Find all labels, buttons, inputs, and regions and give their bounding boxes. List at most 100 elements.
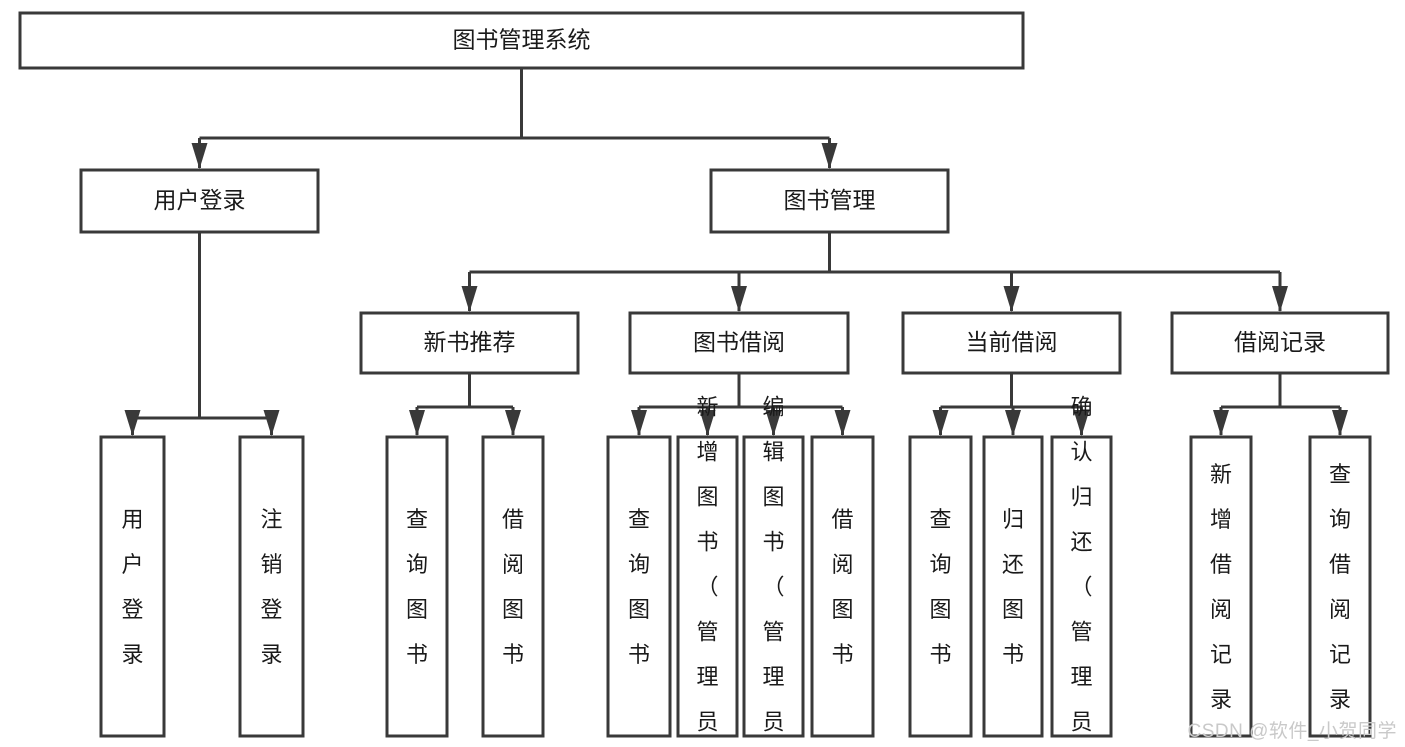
leaf-label-char: 查	[628, 507, 650, 532]
leaf-label-char: 录	[1210, 687, 1232, 712]
leaf-label-char: 记	[1329, 642, 1351, 667]
level1-node[interactable]: 用户登录	[79, 168, 320, 234]
arrow-to-图书借阅	[731, 286, 747, 312]
leaf-label-char: 借	[831, 507, 853, 532]
leaf-label-char: 确	[1070, 394, 1092, 419]
leaf-box[interactable]	[238, 435, 305, 738]
leaf-box[interactable]	[676, 435, 739, 738]
level2-box[interactable]	[628, 311, 850, 375]
level2-node[interactable]: 新书推荐	[359, 311, 580, 375]
leaf-label-char: 询	[628, 552, 650, 577]
level2-box[interactable]	[901, 311, 1122, 375]
leaf-label-char: 书	[502, 642, 524, 667]
leaf-label-char: 阅	[1329, 597, 1351, 622]
leaf-label-char: 录	[260, 642, 282, 667]
leaf-label-char: 询	[929, 552, 951, 577]
leaf-label-char: 管	[762, 619, 784, 644]
leaf-label-char: 辑	[762, 439, 784, 464]
leaf-box[interactable]	[385, 435, 449, 738]
leaf-box[interactable]	[1050, 435, 1113, 738]
leaf-label-char: 管	[696, 619, 718, 644]
leaf-label-char: 登	[121, 597, 143, 622]
arrow-to-leaf	[263, 410, 280, 436]
level2-node[interactable]: 当前借阅	[901, 311, 1122, 375]
level2-label: 新书推荐	[424, 329, 516, 355]
leaf-label-char: 员	[762, 709, 784, 734]
arrow-to-leaf	[1073, 410, 1090, 436]
root-box[interactable]	[18, 11, 1025, 70]
leaf-label-char: 图	[406, 597, 428, 622]
leaf-label-char: 用	[121, 507, 143, 532]
level1-box[interactable]	[79, 168, 320, 234]
leaf-label-char: 借	[502, 507, 524, 532]
arrow-to-leaf	[1005, 410, 1021, 436]
leaf-label-char: 记	[1210, 642, 1232, 667]
arrow-to-借阅记录	[1272, 286, 1288, 312]
connectors-layer	[124, 68, 1348, 436]
level1-node[interactable]: 图书管理	[709, 168, 950, 234]
leaf-label-char: 书	[628, 642, 650, 667]
leaf-label-char: 询	[1329, 507, 1351, 532]
leaf-label-char: 员	[1070, 709, 1092, 734]
leaf-label-char: 书	[762, 529, 784, 554]
leaf-label-char: 理	[762, 664, 784, 689]
arrow-to-新书推荐	[461, 286, 478, 312]
level1-label: 图书管理	[784, 187, 876, 213]
leaf-label-char: 询	[406, 552, 428, 577]
level2-box[interactable]	[1170, 311, 1390, 375]
leaf-box[interactable]	[908, 435, 973, 738]
leaf-label-char: 归	[1002, 507, 1024, 532]
level2-node[interactable]: 图书借阅	[628, 311, 850, 375]
arrow-to-leaf	[409, 410, 425, 436]
level2-label: 图书借阅	[693, 329, 785, 355]
leaf-label-char: 增	[1210, 507, 1232, 532]
level2-node[interactable]: 借阅记录	[1170, 311, 1390, 375]
leaf-label-char: 阅	[831, 552, 853, 577]
leaf-label-char: 阅	[1210, 597, 1232, 622]
leaf-box[interactable]	[481, 435, 545, 738]
level2-label: 当前借阅	[966, 329, 1058, 355]
arrow-to-leaf	[765, 410, 782, 436]
root-node[interactable]: 图书管理系统	[18, 11, 1025, 70]
leaf-box[interactable]	[742, 435, 805, 738]
leaf-label-char: 注	[260, 507, 282, 532]
level1-box[interactable]	[709, 168, 950, 234]
csdn-watermark: CSDN @软件_小贺同学	[1187, 721, 1397, 742]
leaf-box[interactable]	[606, 435, 672, 738]
leaf-label-char: 新	[1210, 462, 1232, 487]
arrow-to-leaf	[932, 410, 949, 436]
leaf-label-char: 阅	[502, 552, 524, 577]
leaf-box[interactable]	[810, 435, 875, 738]
leaf-box[interactable]	[1189, 435, 1253, 738]
root-label: 图书管理系统	[453, 27, 591, 53]
leaf-label-char: 图	[628, 597, 650, 622]
boxes-layer: 图书管理系统用户登录图书管理新书推荐图书借阅当前借阅借阅记录用户登录注销登录查询…	[18, 11, 1390, 747]
leaf-label-char: 查	[1329, 462, 1351, 487]
leaf-label-char: 理	[1070, 664, 1092, 689]
leaf-label-char: （	[696, 574, 718, 599]
leaf-box[interactable]	[1308, 435, 1372, 738]
leaf-label-char: 增	[696, 439, 718, 464]
leaf-box[interactable]	[99, 435, 166, 738]
leaf-label-char: 书	[406, 642, 428, 667]
leaf-node[interactable]: 用户登录	[99, 435, 166, 738]
leaf-label-char: 管	[1070, 619, 1092, 644]
leaf-label-char: 认	[1070, 439, 1092, 464]
level2-box[interactable]	[359, 311, 580, 375]
level2-label: 借阅记录	[1234, 329, 1326, 355]
leaf-box[interactable]	[982, 435, 1044, 738]
